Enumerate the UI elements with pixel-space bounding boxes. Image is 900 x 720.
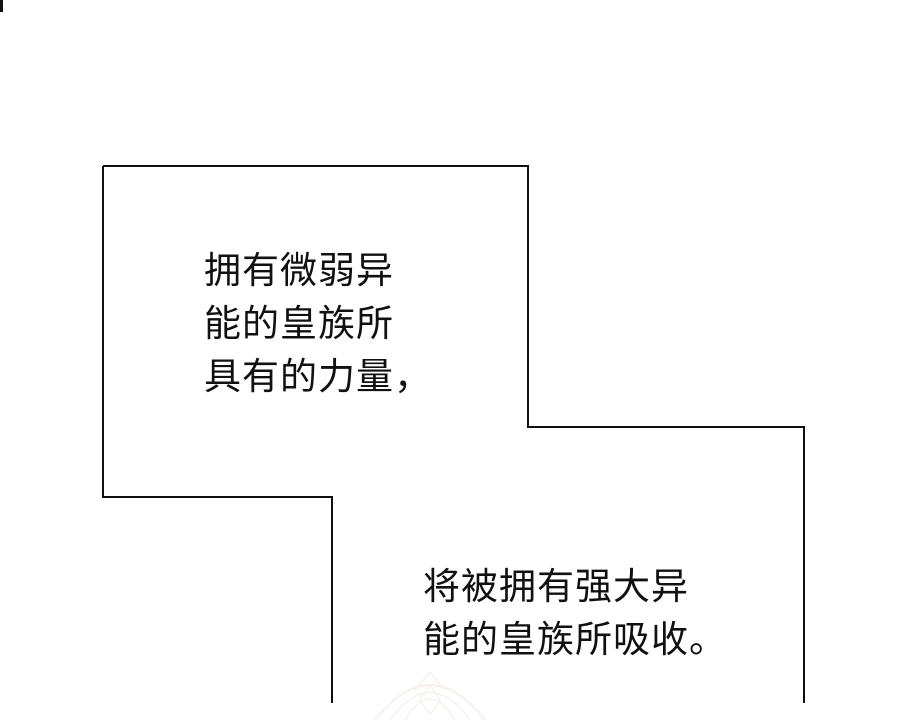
caption-top-line-1: 拥有微弱异 — [204, 249, 394, 292]
caption-panel-border-left — [102, 166, 333, 703]
caption-bottom-line-2: 能的皇族所吸收。 — [423, 618, 727, 661]
top-left-corner-mark — [0, 0, 3, 12]
caption-bottom: 将被拥有强大异 能的皇族所吸收。 — [423, 560, 727, 666]
caption-top-line-2: 能的皇族所 — [204, 302, 394, 345]
ornate-crest-watermark-icon — [374, 670, 486, 720]
caption-panel-border — [103, 165, 805, 703]
caption-panel-frame — [102, 165, 805, 703]
caption-top: 拥有微弱异 能的皇族所 具有的力量， — [204, 244, 432, 403]
caption-top-line-3: 具有的力量， — [204, 355, 432, 398]
caption-bottom-line-1: 将被拥有强大异 — [423, 565, 689, 608]
